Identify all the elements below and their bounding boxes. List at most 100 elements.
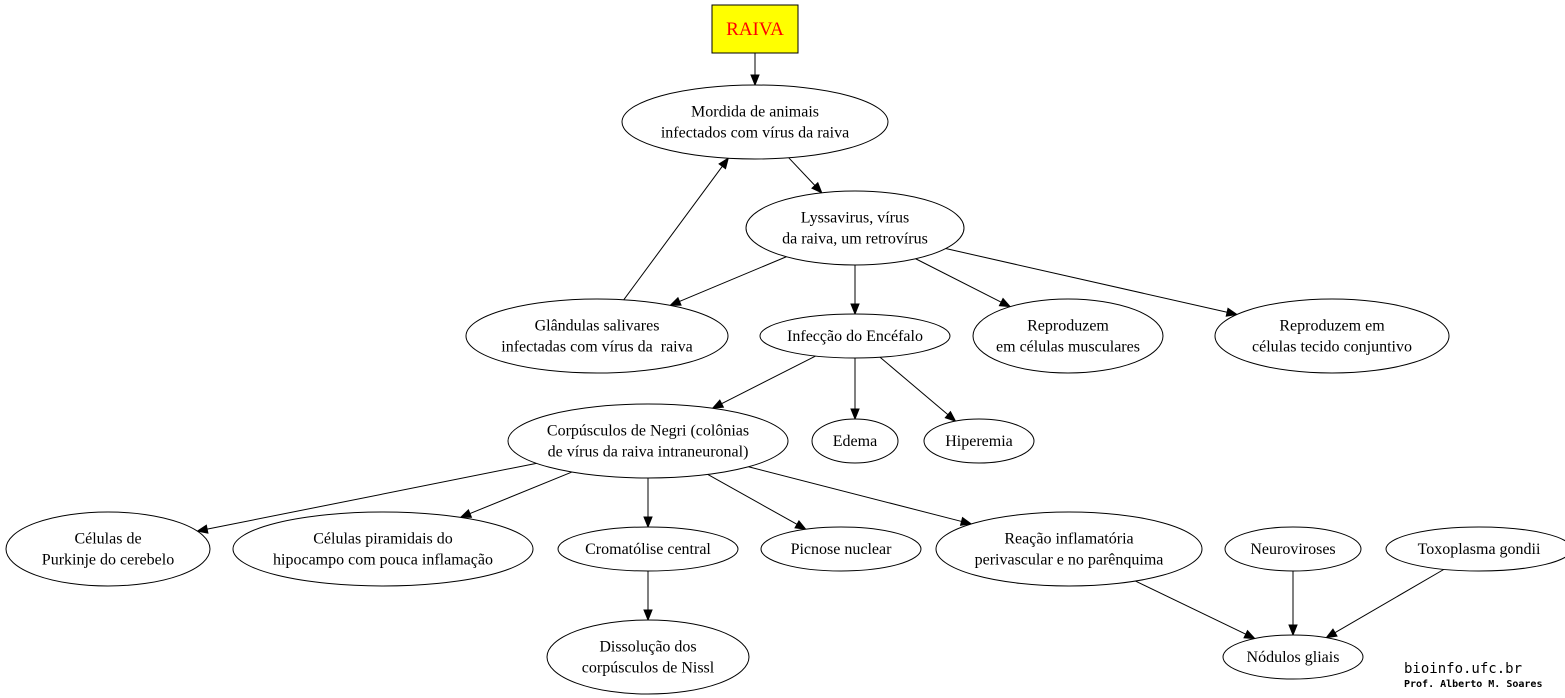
node-ellipse xyxy=(507,403,789,479)
node-ellipse xyxy=(811,418,899,464)
edge-line xyxy=(469,471,573,515)
edge-neuroviroses-to-nodulos xyxy=(1288,571,1298,637)
node-ellipse xyxy=(1214,298,1450,374)
node-label-line: hipocampo com pouca inflamação xyxy=(273,552,493,569)
node-label-line: Reação inflamatória xyxy=(1004,531,1133,548)
edge-line xyxy=(879,356,949,416)
node-label-line: Glândulas salivares xyxy=(535,318,660,335)
node-glandulas: Glândulas salivares infectadas com vírus … xyxy=(465,298,729,374)
edge-line xyxy=(623,165,723,301)
node-label-line: Dissolução dos xyxy=(599,639,696,656)
node-nodulos: Nódulos gliais xyxy=(1222,634,1364,680)
node-edema: Edema xyxy=(811,418,899,464)
node-label-line: em células musculares xyxy=(996,339,1140,356)
arrowhead xyxy=(998,297,1012,308)
node-ellipse xyxy=(1385,526,1565,572)
node-ellipse xyxy=(745,190,965,266)
edge-negri-to-picnose xyxy=(707,474,807,530)
arrowhead xyxy=(959,516,973,526)
arrowhead xyxy=(1288,624,1298,637)
node-ellipse xyxy=(546,619,750,695)
node-label-line: Toxoplasma gondii xyxy=(1418,541,1541,558)
node-picnose: Picnose nuclear xyxy=(760,526,922,572)
edge-lyssavirus-to-infeccao xyxy=(850,265,860,316)
node-label-line: Corpúsculos de Negri (colônias xyxy=(547,423,749,440)
node-ellipse xyxy=(760,526,922,572)
node-toxoplasma: Toxoplasma gondii xyxy=(1385,526,1565,572)
node-ellipse xyxy=(923,418,1035,464)
edge-negri-to-purkinje xyxy=(196,462,537,534)
edge-infeccao-to-hiperemia xyxy=(879,356,957,422)
node-ellipse xyxy=(1222,634,1364,680)
node-label-line: Infecção do Encéfalo xyxy=(787,328,923,345)
node-label-line: Células piramidais do xyxy=(313,531,453,548)
edge-line xyxy=(207,462,537,530)
node-label-line: Edema xyxy=(833,433,877,450)
node-label-line: corpúsculos de Nissl xyxy=(582,660,715,677)
arrowhead xyxy=(711,399,725,409)
arrowhead xyxy=(643,516,653,529)
edge-line xyxy=(1135,580,1246,635)
arrowhead xyxy=(669,296,682,306)
node-ellipse xyxy=(972,298,1164,374)
node-ellipse xyxy=(1224,526,1362,572)
edge-negri-to-reacao xyxy=(748,466,973,526)
edge-cromatolise-to-nissl xyxy=(643,571,653,622)
node-label-line: infectadas com vírus da raiva xyxy=(501,339,692,356)
node-raiva: RAIVA xyxy=(711,4,799,54)
arrowhead xyxy=(643,609,653,622)
edge-infeccao-to-negri xyxy=(711,355,816,409)
arrowhead xyxy=(459,508,473,518)
node-label-line: de vírus da raiva intraneuronal) xyxy=(548,444,749,461)
node-cromatolise: Cromatólise central xyxy=(557,526,739,572)
edge-infeccao-to-edema xyxy=(850,358,860,421)
node-label-line: Reproduzem xyxy=(1027,318,1109,335)
node-label-line: perivascular e no parênquima xyxy=(975,552,1164,569)
edge-line xyxy=(721,355,816,405)
node-hiperemia: Hiperemia xyxy=(923,418,1035,464)
arrowhead xyxy=(1325,628,1338,639)
edge-lyssavirus-to-glandulas xyxy=(669,256,787,306)
node-label-line: Picnose nuclear xyxy=(791,541,893,558)
node-label-line: Purkinje do cerebelo xyxy=(42,552,174,569)
edge-negri-to-cromatolise xyxy=(643,478,653,529)
node-label-line: Neuroviroses xyxy=(1250,541,1335,558)
node-piramidais: Células piramidais do hipocampo com pouca… xyxy=(232,511,534,587)
arrowhead xyxy=(718,157,730,170)
node-infeccao: Infecção do Encéfalo xyxy=(759,313,951,359)
root-label: RAIVA xyxy=(726,19,784,40)
node-label-line: Lyssavirus, vírus xyxy=(801,210,909,227)
arrowhead xyxy=(750,74,760,87)
arrowhead xyxy=(850,303,860,316)
edge-lyssavirus-to-musculares xyxy=(915,258,1012,308)
node-reacao: Reação inflamatória perivascular e no par… xyxy=(935,511,1203,587)
edge-line xyxy=(788,157,816,186)
node-label-line: da raiva, um retrovírus xyxy=(782,231,928,248)
node-ellipse xyxy=(465,298,729,374)
node-musculares: Reproduzem em células musculares xyxy=(972,298,1164,374)
node-ellipse xyxy=(557,526,739,572)
root-box xyxy=(711,4,799,54)
edge-line xyxy=(945,248,1228,313)
node-label-line: Mordida de animais xyxy=(691,104,819,121)
arrowhead xyxy=(1243,629,1256,640)
edge-negri-to-piramidais xyxy=(459,471,573,518)
edge-glandulas-to-mordida xyxy=(623,157,730,301)
edge-line xyxy=(707,474,798,525)
edge-layer xyxy=(196,53,1445,640)
node-label-line: Nódulos gliais xyxy=(1247,649,1340,666)
node-label-line: Hiperemia xyxy=(945,433,1013,450)
node-label-line: Cromatólise central xyxy=(585,541,711,558)
node-neuroviroses: Neuroviroses xyxy=(1224,526,1362,572)
edge-line xyxy=(679,256,787,302)
credit-site: bioinfo.ufc.br xyxy=(1404,661,1523,677)
node-nissl: Dissolução dos corpúsculos de Nissl xyxy=(546,619,750,695)
arrowhead xyxy=(944,410,957,422)
edge-toxoplasma-to-nodulos xyxy=(1325,568,1445,639)
arrowhead xyxy=(794,519,807,530)
arrowhead xyxy=(850,408,860,421)
